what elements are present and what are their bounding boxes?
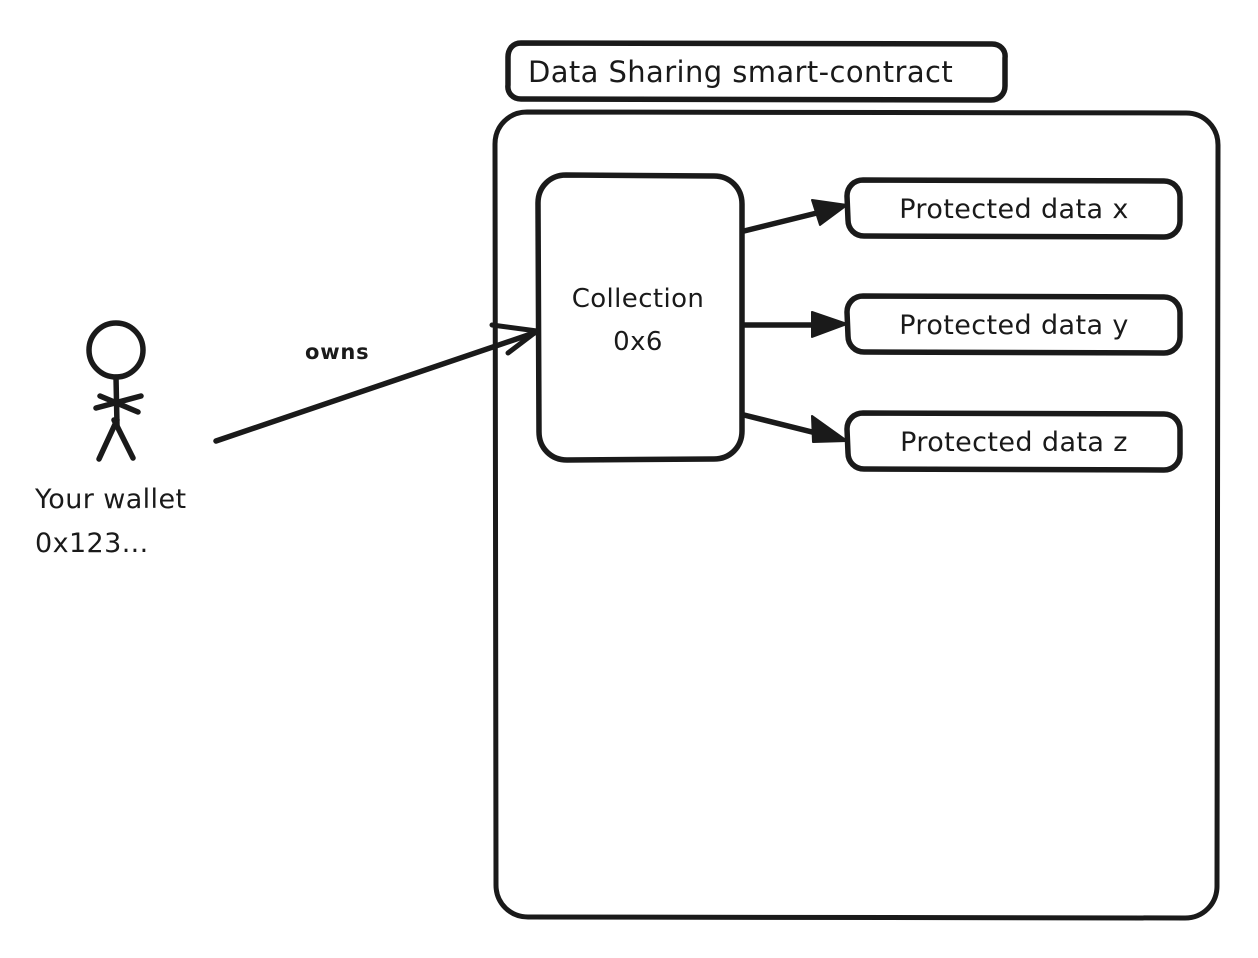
protected-data-y-outline [844, 293, 1183, 356]
title-box-label: Data Sharing smart-contract [528, 55, 953, 89]
arrowhead-y [811, 311, 848, 338]
protected-data-y-label: Protected data y [899, 310, 1129, 341]
title-box[interactable]: Data Sharing smart-contract [505, 40, 1008, 103]
protected-data-x-outline [844, 177, 1183, 240]
wallet-label-line1: Your wallet [34, 484, 186, 515]
owns-arrowhead [489, 322, 540, 356]
wallet-label: Your wallet 0x123... [34, 484, 186, 559]
stick-figure-leg-right [111, 417, 136, 461]
edge-collection-to-protected-data-z [737, 411, 848, 443]
collection-node-label-line1: Collection [572, 284, 705, 314]
title-box-outline [505, 40, 1008, 103]
protected-data-x-label: Protected data x [899, 194, 1129, 225]
collection-node[interactable]: Collection 0x6 [535, 172, 745, 463]
collection-node-label-line2: 0x6 [613, 327, 663, 357]
stick-figure-leg-left [96, 417, 120, 462]
stick-figure-head [86, 320, 146, 380]
wallet-label-line2: 0x123... [35, 528, 149, 559]
protected-data-z-outline [844, 410, 1183, 473]
owns-edge-label: owns [305, 340, 369, 364]
stick-figure-icon [86, 320, 146, 462]
arrowhead-x [811, 199, 848, 226]
edge-collection-to-protected-data-y [739, 311, 848, 338]
owns-edge-line [213, 329, 540, 444]
edge-wallet-owns-collection: owns [213, 322, 540, 444]
protected-data-node-y[interactable]: Protected data y [844, 293, 1183, 356]
protected-data-node-z[interactable]: Protected data z [844, 410, 1183, 473]
protected-data-z-label: Protected data z [900, 427, 1128, 458]
protected-data-node-x[interactable]: Protected data x [844, 177, 1183, 240]
collection-node-outline [535, 172, 745, 463]
arrowhead-z [811, 415, 848, 443]
stick-figure-arm-right [97, 393, 141, 415]
edge-collection-to-protected-data-x [737, 199, 848, 235]
